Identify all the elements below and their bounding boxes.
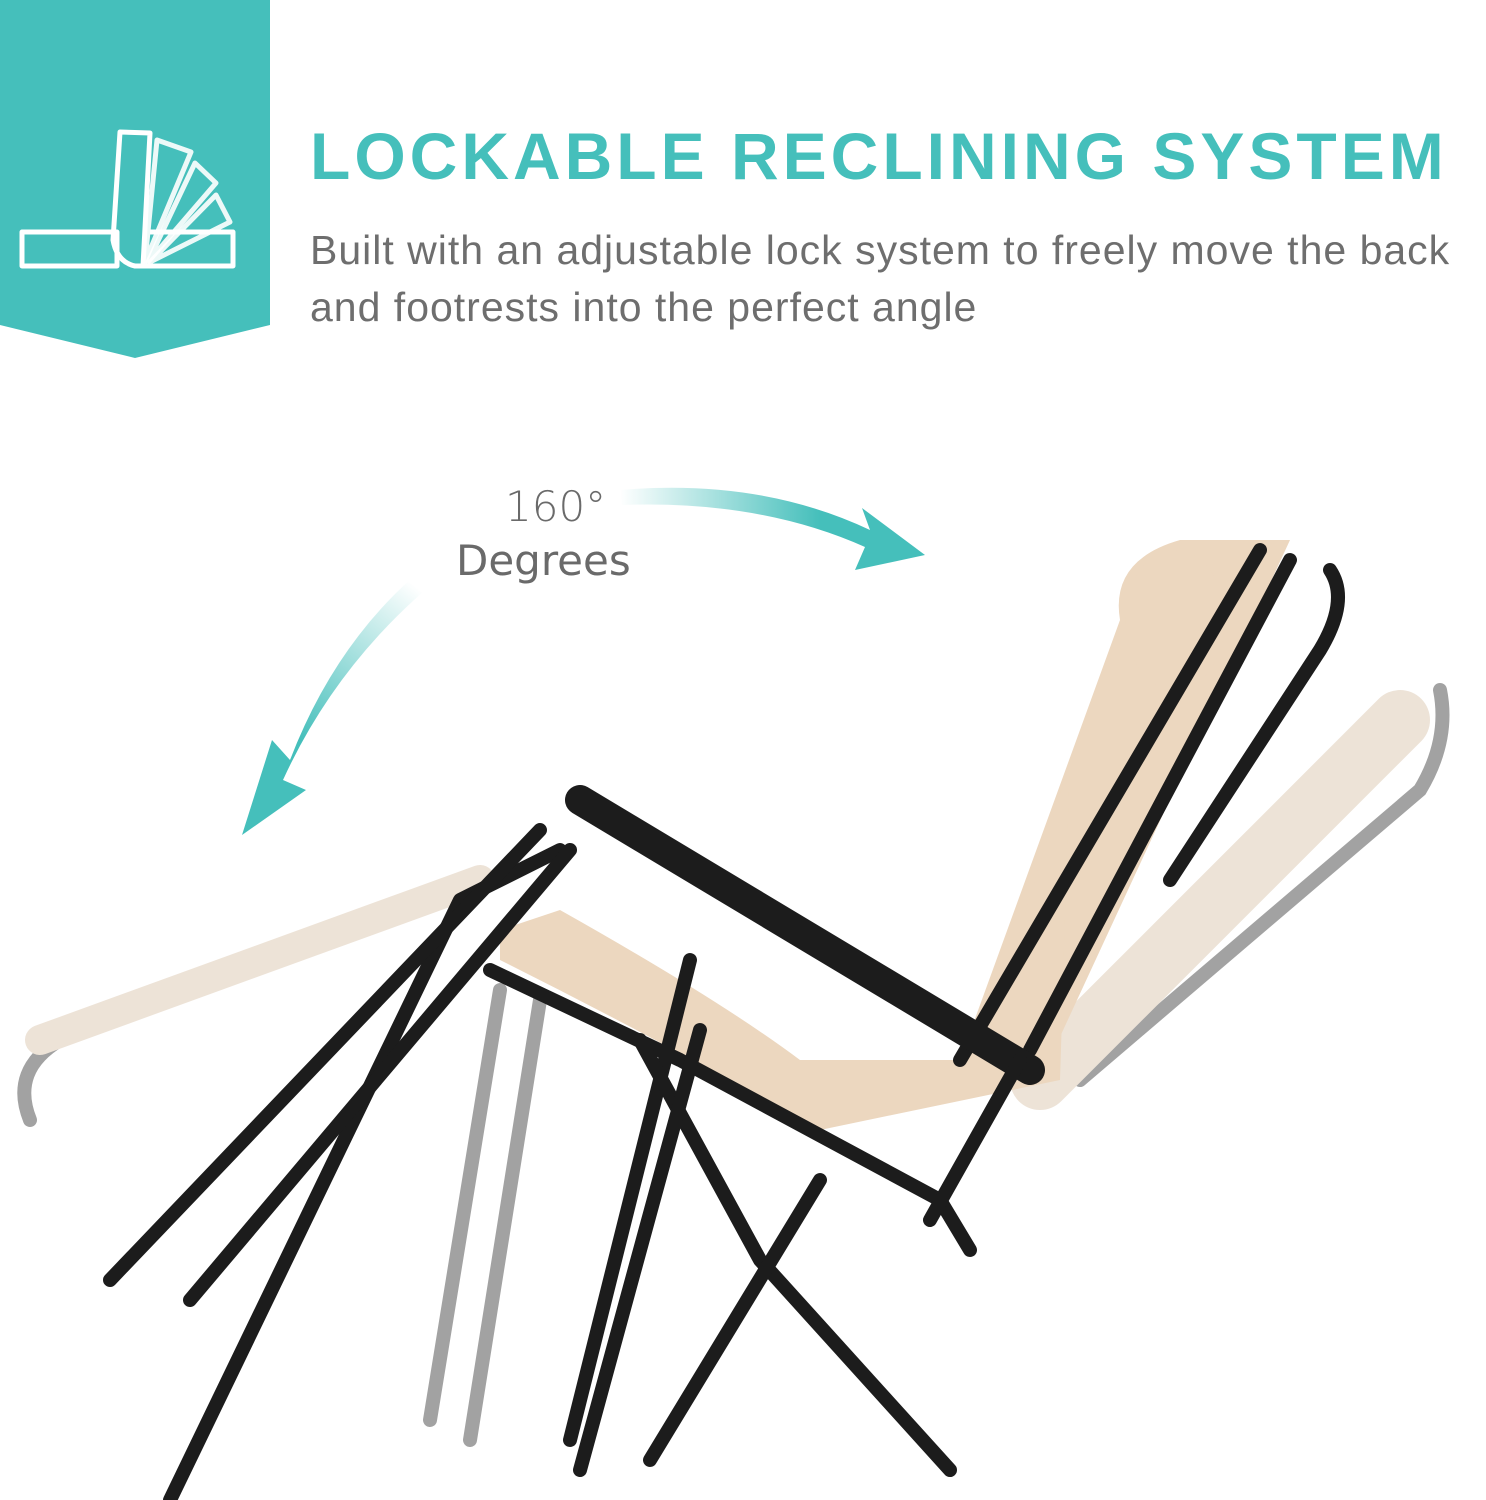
page-subtitle: Built with an adjustable lock system to … — [310, 227, 1451, 330]
feature-banner — [0, 0, 270, 358]
chair-frame — [103, 543, 1345, 1500]
page-title: LOCKABLE RECLINING SYSTEM — [310, 119, 1448, 193]
angle-value: 160° — [505, 482, 607, 531]
recline-angle-icon — [19, 129, 236, 269]
chair-ghost-positions — [17, 683, 1450, 1447]
angle-label: Degrees — [456, 536, 631, 585]
headrest-pillow — [1125, 550, 1225, 690]
arrow-right-icon — [620, 487, 925, 570]
arrow-left-icon — [242, 555, 452, 835]
chair-fabric — [500, 540, 1290, 1130]
